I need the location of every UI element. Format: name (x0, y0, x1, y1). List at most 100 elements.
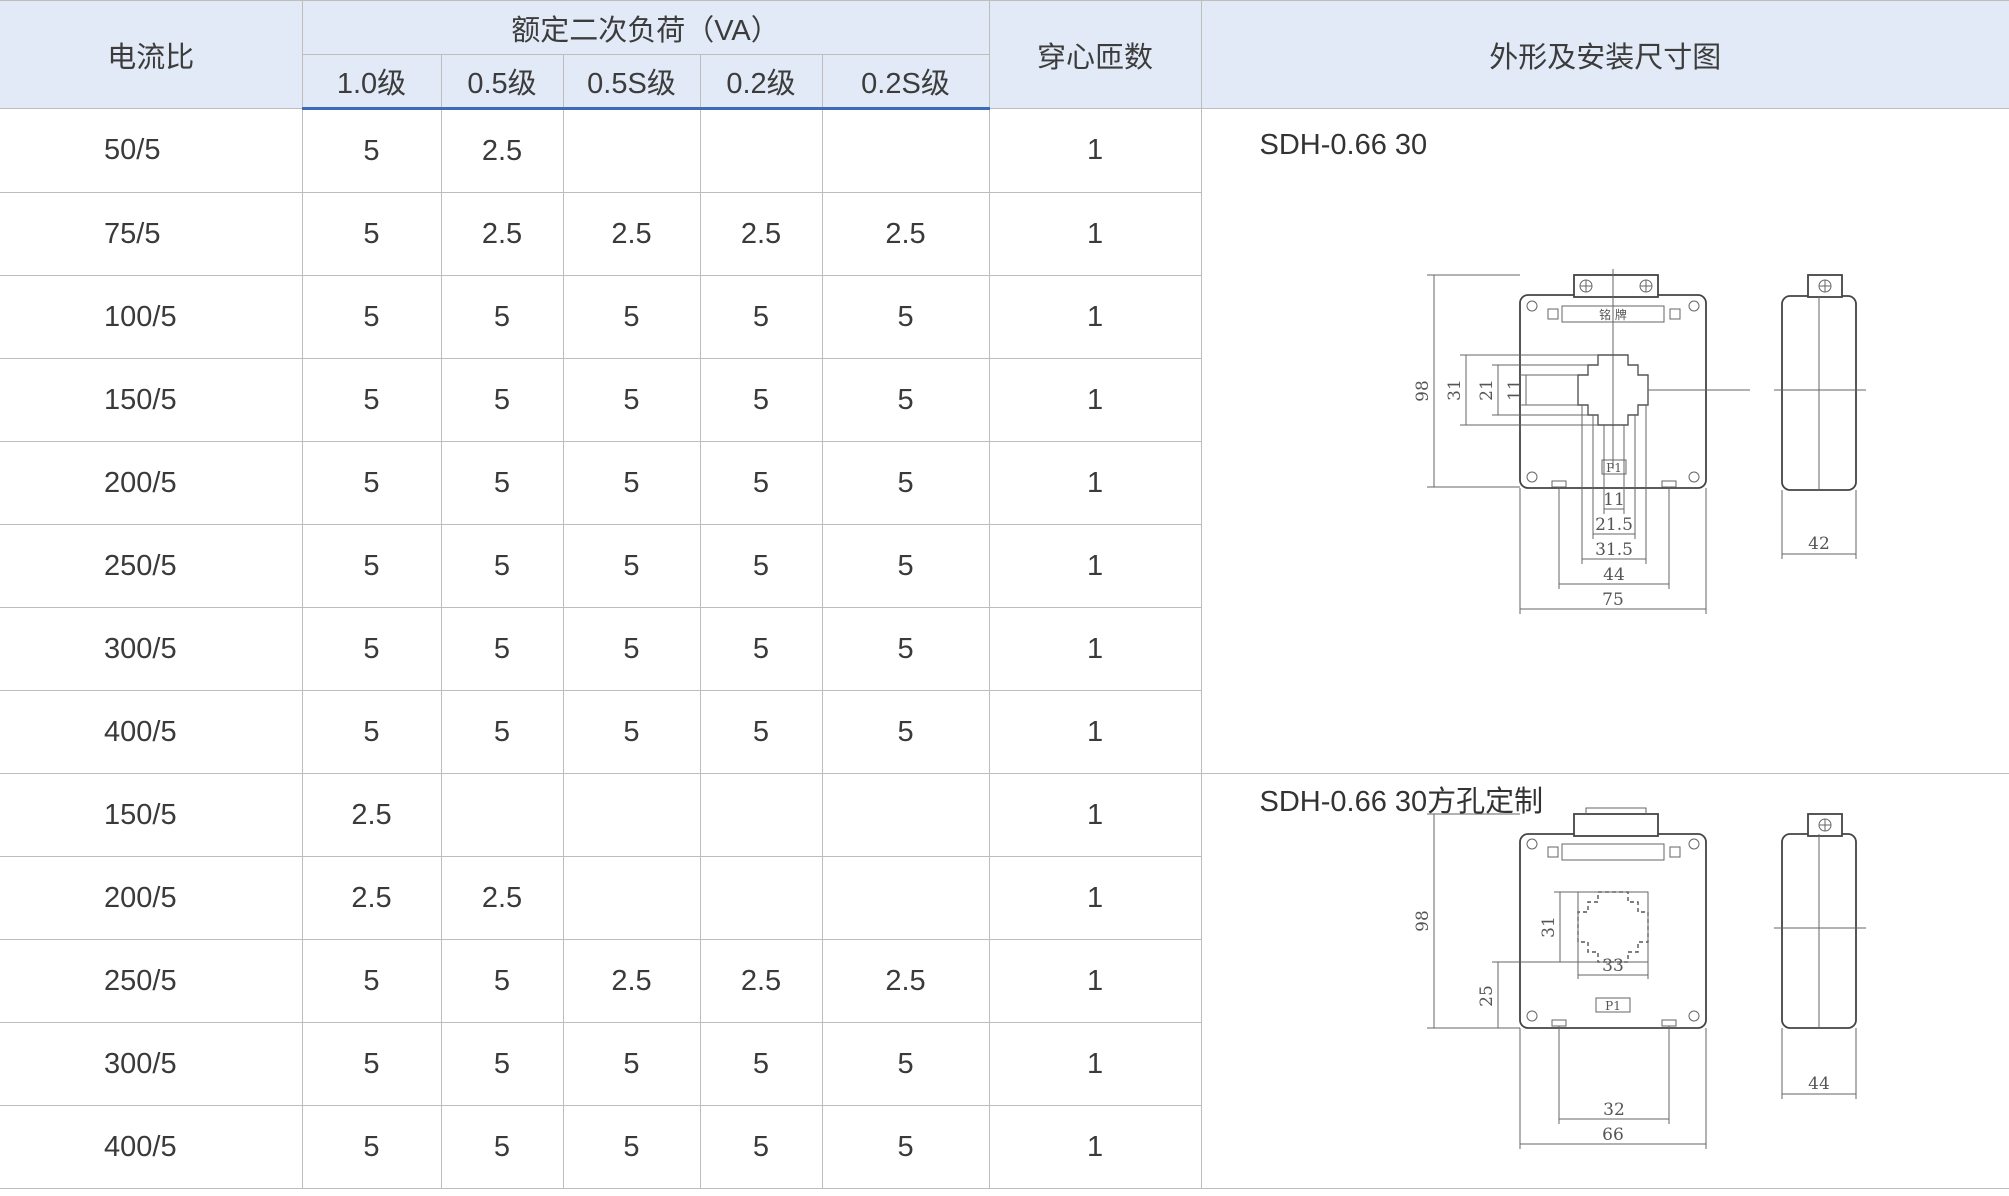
header-class-0-5: 0.5级 (440, 54, 564, 110)
burden-cell (562, 108, 701, 193)
burden-cell: 5 (301, 441, 442, 525)
dim-31-5: 31.5 (1595, 540, 1633, 560)
burden-cell (562, 773, 701, 857)
burden-cell: 5 (562, 358, 701, 442)
burden-cell: 5 (301, 358, 442, 442)
burden-cell: 5 (699, 1022, 823, 1106)
burden-cell (699, 856, 823, 940)
burden-cell: 5 (301, 1105, 442, 1189)
header-class-0-2: 0.2级 (699, 54, 823, 110)
burden-cell: 5 (301, 108, 442, 193)
table-row: 400/5 5 5 5 5 5 1 (0, 690, 2009, 774)
burden-cell: 5 (301, 1022, 442, 1106)
header-class-0-2s: 0.2S级 (821, 54, 990, 110)
turns-cell: 1 (988, 275, 1202, 359)
dim-height: 98 (1413, 910, 1433, 932)
burden-cell: 2.5 (699, 192, 823, 276)
turns-cell: 1 (988, 358, 1202, 442)
burden-cell (821, 108, 990, 193)
burden-cell: 5 (821, 607, 990, 691)
turns-cell: 1 (988, 1105, 1202, 1189)
terminal-label: P1 (1605, 999, 1621, 1013)
burden-cell: 5 (301, 690, 442, 774)
ratio-cell: 100/5 (0, 275, 303, 359)
burden-cell: 5 (562, 441, 701, 525)
ratio-cell: 75/5 (0, 192, 303, 276)
burden-cell: 5 (562, 1022, 701, 1106)
burden-cell: 5 (699, 441, 823, 525)
burden-cell: 2.5 (301, 856, 442, 940)
burden-cell: 5 (440, 358, 564, 442)
ratio-cell: 300/5 (0, 607, 303, 691)
ratio-cell: 250/5 (0, 524, 303, 608)
burden-cell: 5 (821, 358, 990, 442)
burden-cell: 5 (301, 607, 442, 691)
header-class-1-0: 1.0级 (301, 54, 442, 110)
burden-cell: 5 (562, 690, 701, 774)
dimension-drawing-2: P1 98 31 33 25 32 (1413, 807, 1866, 1149)
turns-cell: 1 (988, 939, 1202, 1023)
table-row: 75/5 5 2.5 2.5 2.5 2.5 1 (0, 192, 2009, 276)
burden-cell: 2.5 (440, 108, 564, 193)
burden-cell: 5 (301, 275, 442, 359)
turns-cell: 1 (988, 1022, 1202, 1106)
burden-cell: 5 (699, 607, 823, 691)
burden-cell: 5 (440, 441, 564, 525)
burden-cell (699, 108, 823, 193)
table-row: 400/5 5 5 5 5 5 1 (0, 1105, 2009, 1189)
table-row: 150/5 2.5 1 SDH-0.66 30方孔定制 (0, 773, 2009, 1189)
table-row: 50/5 5 2.5 1 SDH-0.66 30 铭 牌 (0, 108, 2009, 774)
burden-cell: 5 (440, 275, 564, 359)
burden-cell: 5 (562, 607, 701, 691)
burden-cell: 5 (440, 690, 564, 774)
burden-cell (440, 773, 564, 857)
dim-side-44: 44 (1808, 1074, 1830, 1094)
ratio-cell: 400/5 (0, 1105, 303, 1189)
header-ratio: 电流比 (0, 0, 303, 109)
ratio-cell: 50/5 (0, 108, 303, 193)
burden-cell: 5 (699, 524, 823, 608)
burden-cell: 5 (821, 275, 990, 359)
dimension-drawing-1: 铭 牌 P1 98 31 (1413, 269, 1866, 614)
turns-cell: 1 (988, 690, 1202, 774)
table-row: 300/5 5 5 5 5 5 1 (0, 1022, 2009, 1106)
burden-cell: 5 (440, 1105, 564, 1189)
header-turns: 穿心匝数 (988, 0, 1202, 109)
dim-height: 98 (1413, 380, 1433, 402)
dim-hole-31: 31 (1539, 916, 1559, 938)
table-row: 150/5 5 5 5 5 5 1 (0, 358, 2009, 442)
table-row: 100/5 5 5 5 5 5 1 (0, 275, 2009, 359)
turns-cell: 1 (988, 192, 1202, 276)
burden-cell: 2.5 (821, 939, 990, 1023)
ratio-cell: 200/5 (0, 856, 303, 940)
burden-cell: 5 (699, 275, 823, 359)
ratio-cell: 150/5 (0, 358, 303, 442)
ratio-cell: 300/5 (0, 1022, 303, 1106)
ratio-cell: 200/5 (0, 441, 303, 525)
burden-cell: 5 (699, 690, 823, 774)
dim-hole-33: 33 (1602, 956, 1624, 976)
ratio-cell: 400/5 (0, 690, 303, 774)
dim-11-vertical: 11 (1505, 379, 1525, 401)
dim-31: 31 (1445, 379, 1465, 401)
dim-11: 11 (1603, 490, 1625, 510)
burden-cell: 2.5 (562, 192, 701, 276)
burden-cell: 5 (699, 1105, 823, 1189)
turns-cell: 1 (988, 856, 1202, 940)
burden-cell: 2.5 (821, 192, 990, 276)
table-row: 250/5 5 5 2.5 2.5 2.5 1 (0, 939, 2009, 1023)
burden-cell: 5 (301, 192, 442, 276)
model-label-2: SDH-0.66 30方孔定制 (1259, 786, 1544, 818)
burden-cell (821, 856, 990, 940)
ratio-cell: 250/5 (0, 939, 303, 1023)
nameplate-label: 铭 牌 (1599, 307, 1627, 322)
model-label-1: SDH-0.66 30 (1259, 129, 1428, 161)
dim-44: 44 (1603, 565, 1625, 585)
dim-side-42: 42 (1808, 534, 1830, 554)
burden-cell: 5 (699, 358, 823, 442)
burden-cell: 5 (562, 524, 701, 608)
burden-cell: 2.5 (562, 939, 701, 1023)
burden-cell: 2.5 (440, 856, 564, 940)
burden-cell: 2.5 (699, 939, 823, 1023)
